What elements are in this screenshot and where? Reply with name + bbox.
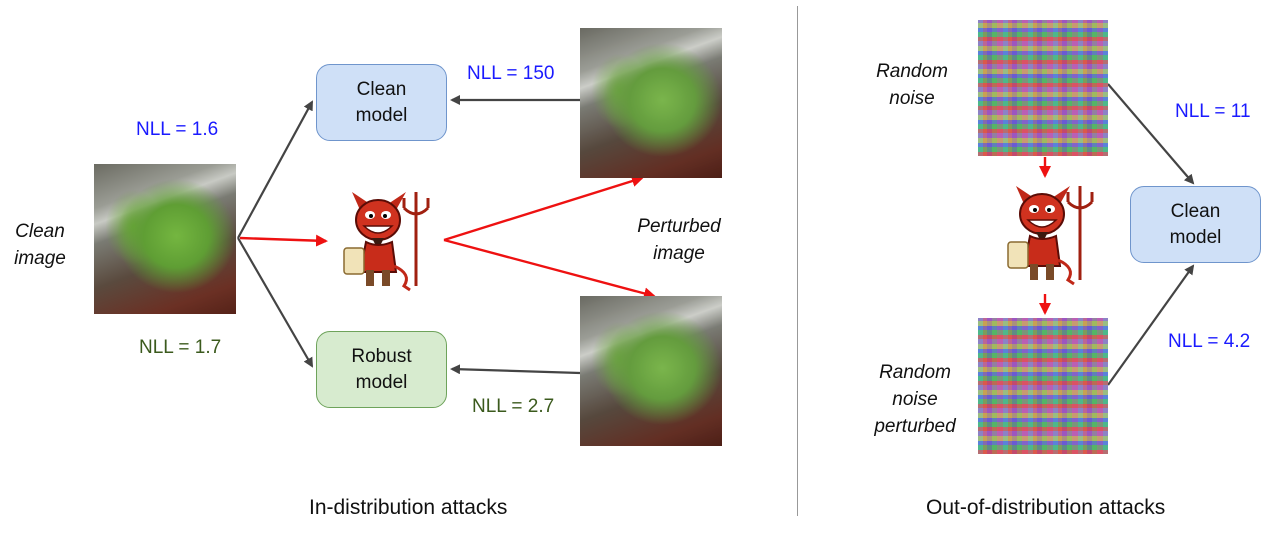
arrow-perturbed-to-robust-model [450,364,581,375]
perturbed-image-label: Perturbed image [637,216,721,264]
panel-divider [797,6,798,516]
random-noise-perturbed-label: Random noise perturbed [874,362,956,437]
arrow-image-to-adversary [239,234,328,247]
nll-robust-model-clean-image: NLL = 1.7 [139,337,222,358]
arrow-image-to-clean-model [237,100,313,239]
nll-clean-model-clean-image: NLL = 1.6 [136,119,219,140]
arrow-noise-perturbed-to-clean-model [1107,264,1195,386]
arrow-adversary-to-top-perturbed [443,175,644,242]
random-noise-perturbed-image [978,318,1108,454]
nll-clean-model-perturbed: NLL = 150 [467,63,555,84]
perturbed-frog-image-top [580,28,722,178]
clean-frog-image [94,164,236,314]
nll-clean-model-noise-perturbed: NLL = 4.2 [1168,331,1251,352]
nll-clean-model-noise: NLL = 11 [1175,101,1251,122]
random-noise-label: Random noise [876,61,948,109]
arrow-adversary-to-bottom-perturbed [443,238,656,300]
out-of-distribution-caption: Out-of-distribution attacks [926,496,1166,519]
perturbed-frog-image-bottom [580,296,722,446]
devil-icon [1007,186,1094,286]
nll-robust-model-perturbed: NLL = 2.7 [472,396,555,417]
clean-model-box-ood: Clean model [1130,186,1261,263]
clean-model-box: Clean model [316,64,447,141]
in-distribution-caption: In-distribution attacks [309,496,508,519]
robust-model-box: Robust model [316,331,447,408]
random-noise-image [978,20,1108,156]
arrow-noise-to-clean-model [1107,83,1195,185]
arrow-image-to-robust-model [237,237,314,368]
clean-image-label: Clean image [14,221,66,269]
devil-icon [343,192,430,292]
